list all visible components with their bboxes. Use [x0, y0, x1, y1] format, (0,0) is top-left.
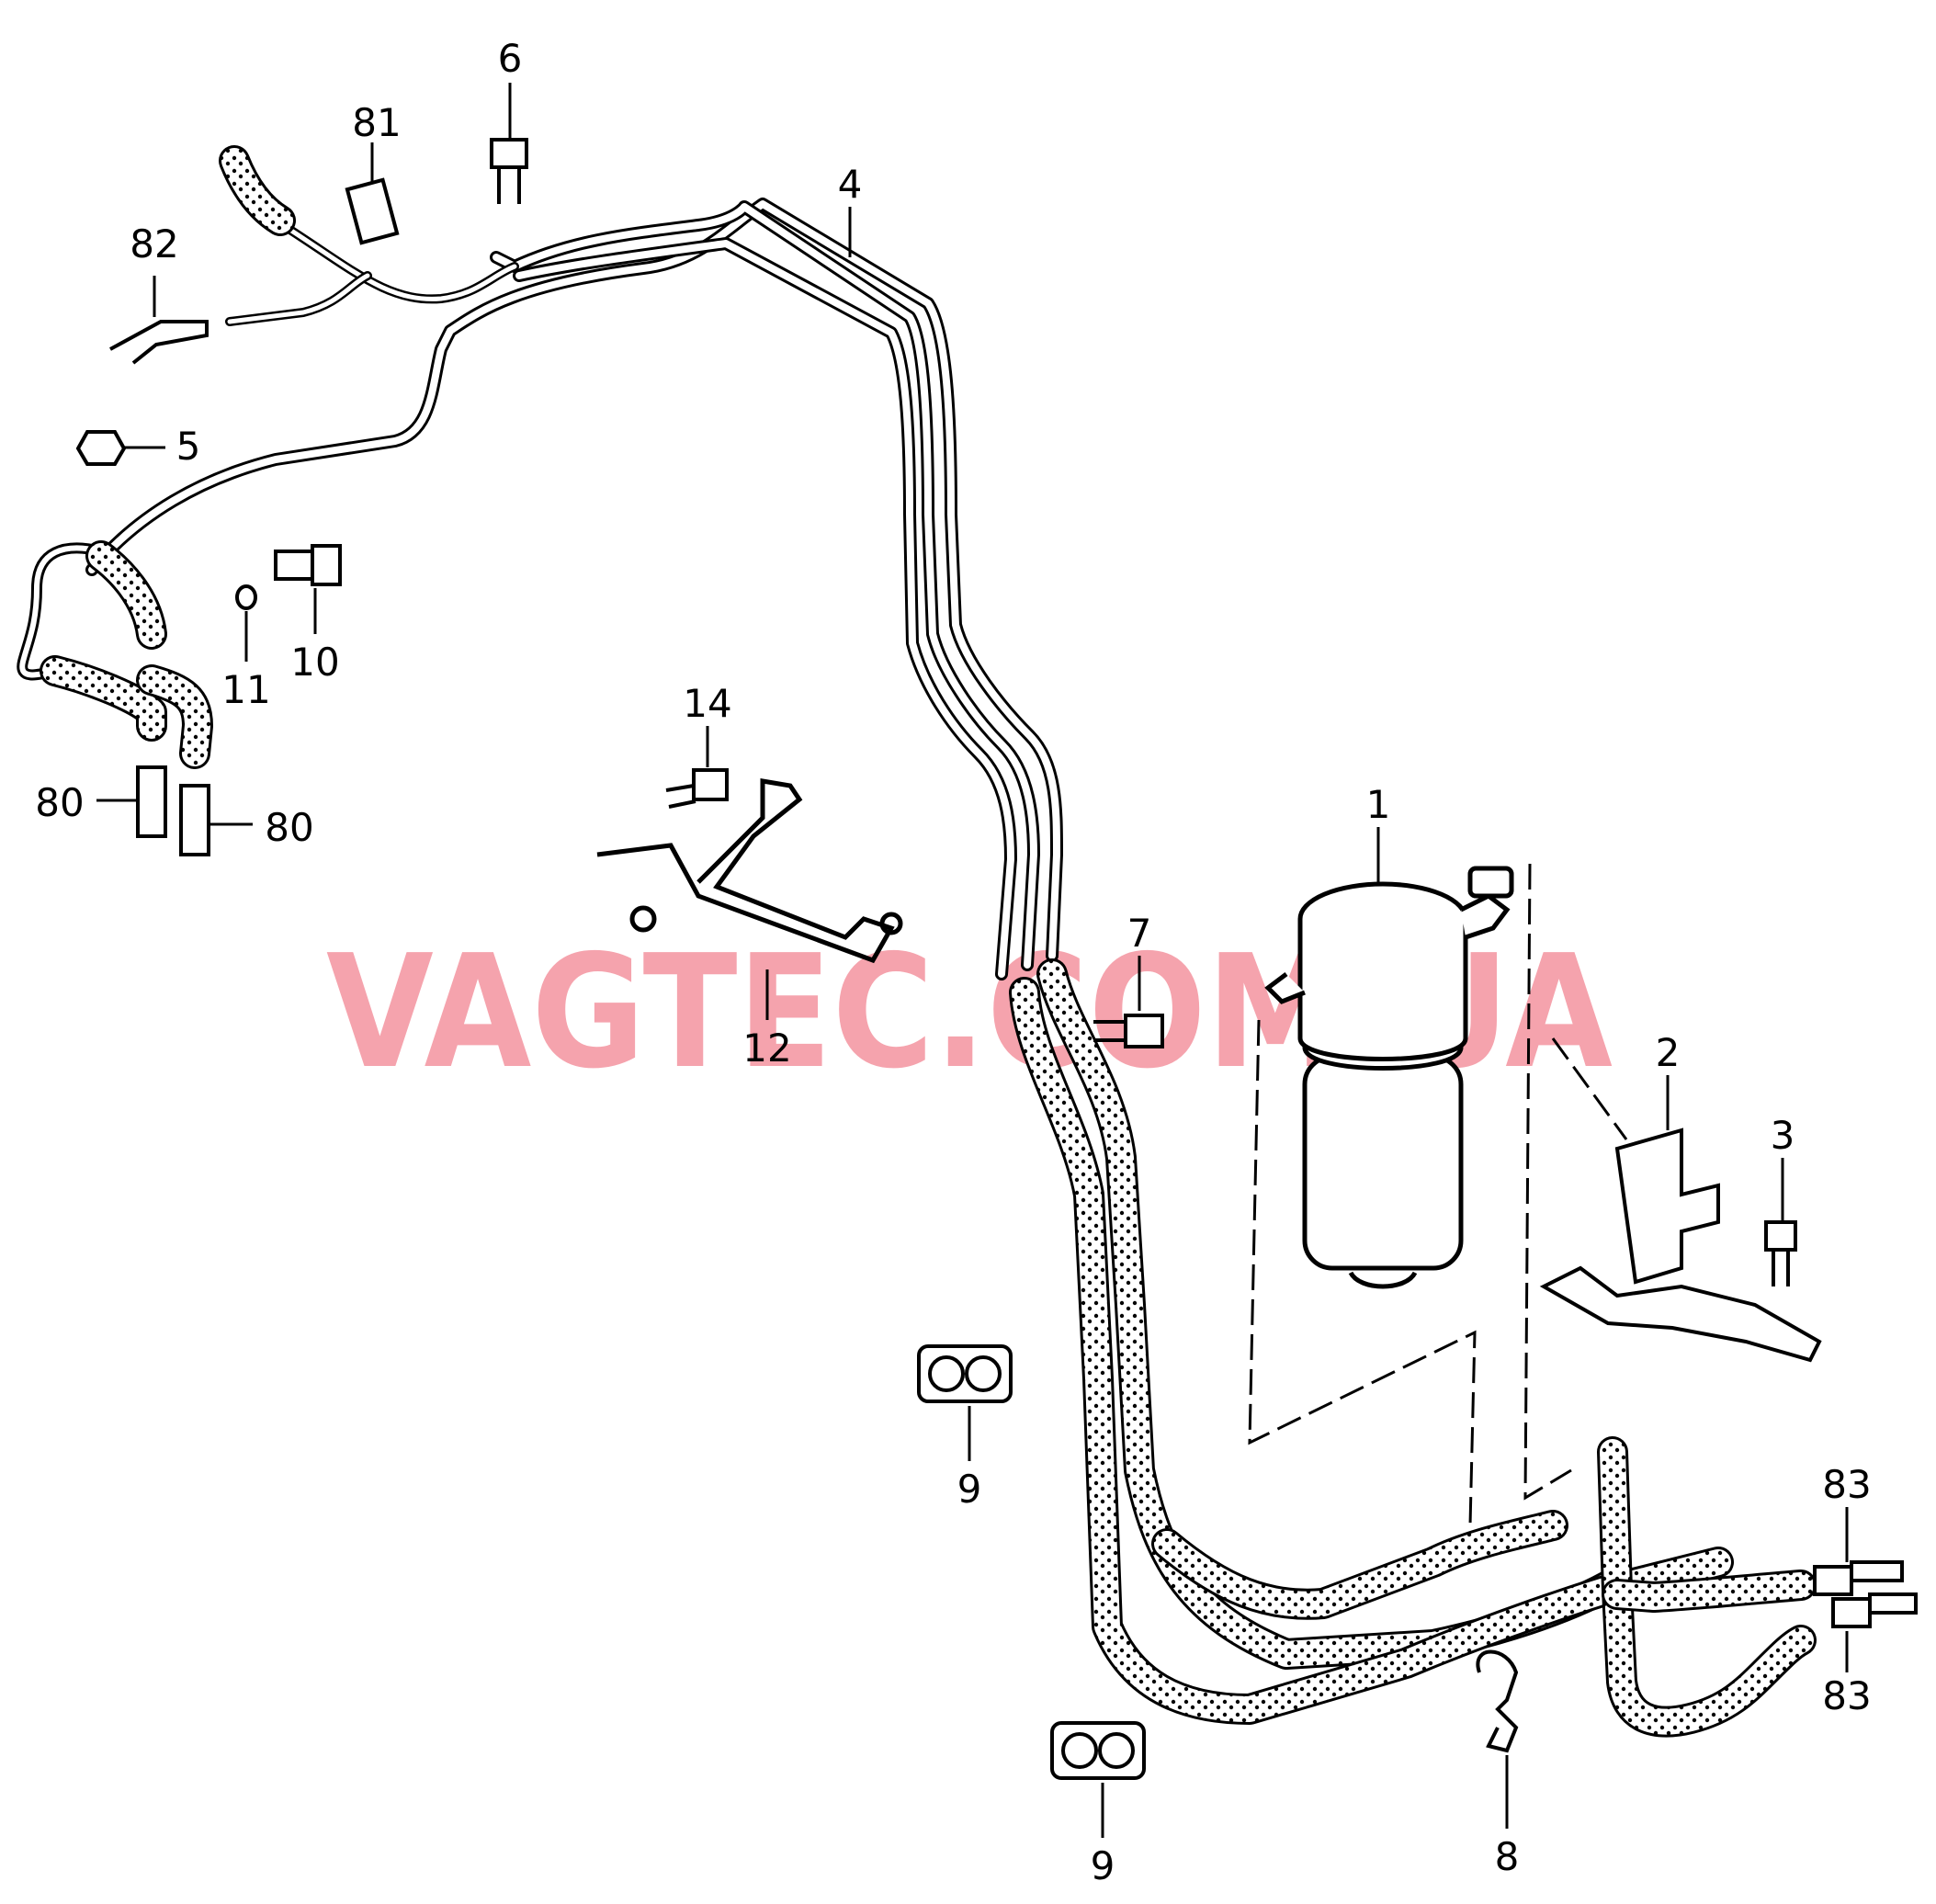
- bolt-14: [665, 768, 729, 809]
- connector-80a: [136, 765, 167, 838]
- mounting-lines: [1248, 863, 1628, 1526]
- callout-80a: 80: [35, 780, 84, 825]
- callout-4: 4: [838, 162, 863, 207]
- callout-82: 82: [130, 221, 178, 266]
- callout-9a: 9: [957, 1467, 982, 1512]
- bolt-6: [490, 138, 528, 204]
- callout-3: 3: [1771, 1113, 1795, 1158]
- clamp-9a: [917, 1344, 1013, 1403]
- callout-80b: 80: [265, 805, 313, 850]
- callout-12: 12: [742, 1026, 791, 1071]
- bolt-7: [1093, 1014, 1164, 1048]
- callout-11: 11: [221, 667, 270, 712]
- connector-80b: [179, 784, 210, 856]
- connector-81: [345, 177, 400, 245]
- connector-82: [109, 320, 209, 365]
- clamp-9b: [1050, 1721, 1146, 1780]
- callout-81: 81: [352, 100, 401, 145]
- holder-12: [596, 778, 903, 964]
- callout-83a: 83: [1822, 1462, 1871, 1507]
- callout-5: 5: [176, 424, 201, 469]
- callout-7: 7: [1127, 911, 1152, 956]
- pipe-bundle: [17, 198, 1063, 980]
- callout-6: 6: [498, 36, 523, 81]
- o-ring: [235, 584, 257, 610]
- pressure-switch: [274, 544, 342, 586]
- connector-83b: [1831, 1592, 1918, 1628]
- callout-10: 10: [290, 640, 339, 685]
- nut-5: [75, 430, 127, 466]
- callout-14: 14: [683, 681, 731, 726]
- receiver-drier: [1264, 866, 1514, 1289]
- hose-group: [40, 145, 1817, 1738]
- bolt-3: [1764, 1220, 1797, 1286]
- bracket: [1539, 1128, 1822, 1363]
- callout-1: 1: [1366, 782, 1391, 827]
- callout-2: 2: [1656, 1030, 1681, 1075]
- clip-8: [1476, 1649, 1519, 1753]
- leader-lines: [96, 83, 1849, 1838]
- connector-83a: [1813, 1560, 1904, 1596]
- callout-9b: 9: [1091, 1843, 1115, 1888]
- callout-83b: 83: [1822, 1673, 1871, 1718]
- callout-8: 8: [1495, 1834, 1520, 1879]
